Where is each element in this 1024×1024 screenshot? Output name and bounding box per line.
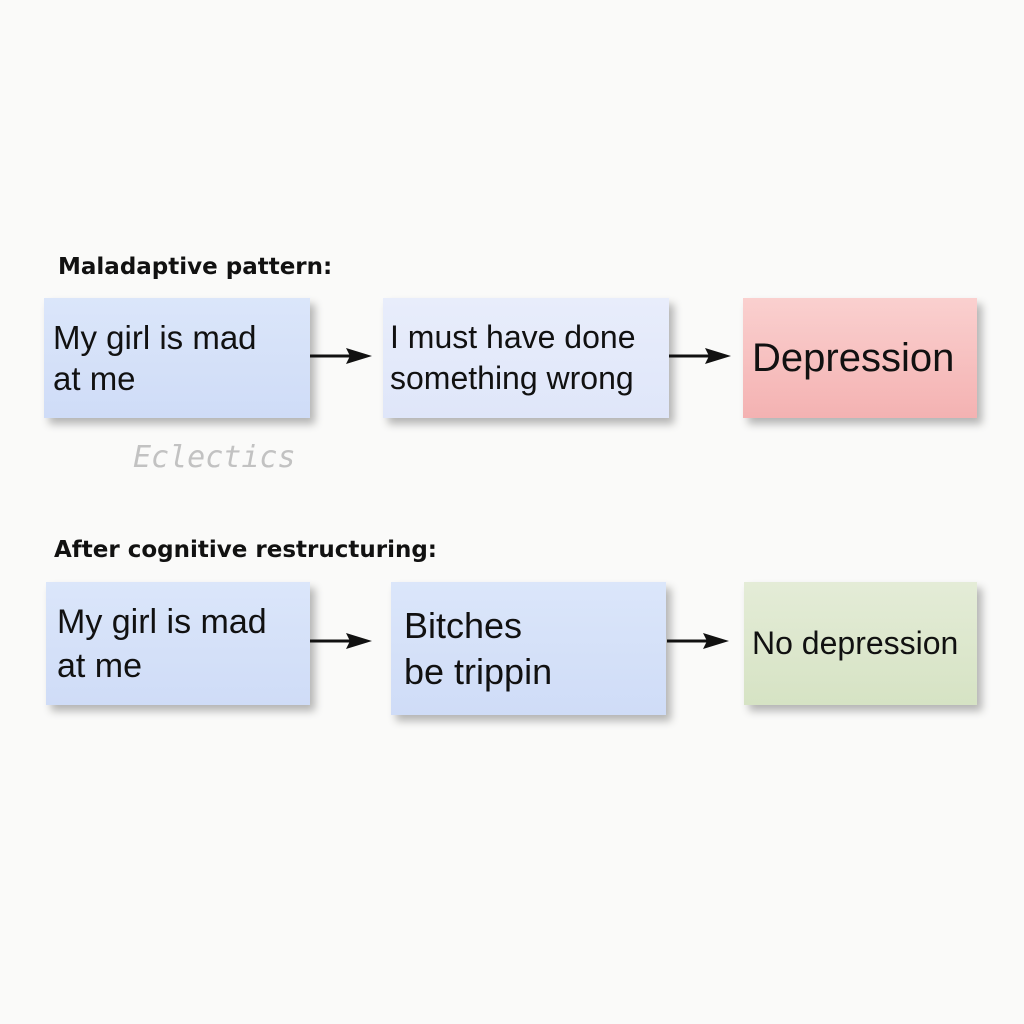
depression-outcome-box: Depression: [743, 298, 977, 418]
arrow-right-icon: [310, 633, 372, 649]
maladaptive-pattern-heading: Maladaptive pattern:: [58, 254, 333, 280]
restructured-thought-line-1: Bitches: [404, 604, 523, 646]
restructured-thought-line-2: be trippin: [404, 650, 553, 692]
restructured-event-line-1: My girl is mad: [57, 602, 267, 641]
maladaptive-thought-line-2: something wrong: [390, 360, 634, 396]
maladaptive-event-line-2: at me: [53, 360, 136, 397]
no-depression-outcome-box: No depression: [744, 582, 977, 705]
maladaptive-thought-box: I must have done something wrong: [383, 298, 669, 418]
arrow-right-icon: [669, 348, 731, 364]
restructured-event-line-2: at me: [57, 646, 143, 685]
arrow-right-icon: [667, 633, 729, 649]
maladaptive-event-box: My girl is mad at me: [44, 298, 310, 418]
maladaptive-thought-line-1: I must have done: [390, 319, 636, 355]
arrow-right-icon: [310, 348, 372, 364]
maladaptive-event-line-1: My girl is mad: [53, 319, 257, 356]
restructuring-heading: After cognitive restructuring:: [54, 537, 437, 563]
restructured-event-box: My girl is mad at me: [46, 582, 310, 705]
watermark-text: Eclectics: [133, 440, 296, 475]
depression-outcome-label: Depression: [752, 335, 955, 380]
restructured-thought-box: Bitches be trippin: [391, 582, 666, 715]
no-depression-outcome-label: No depression: [752, 625, 959, 661]
